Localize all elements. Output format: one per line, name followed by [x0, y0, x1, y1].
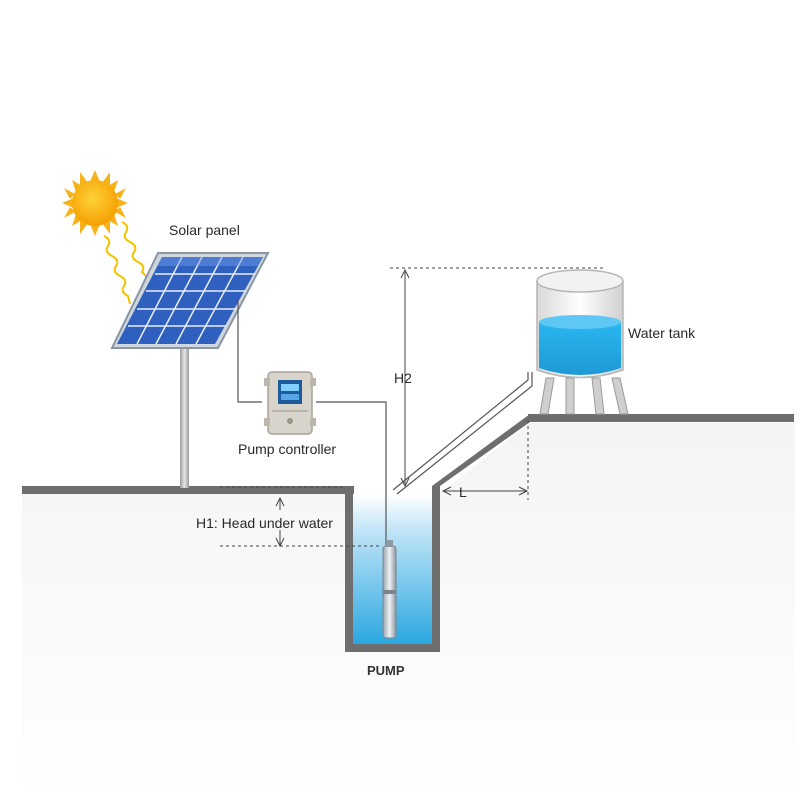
solar-panel-label: Solar panel [169, 222, 240, 238]
wires [237, 300, 533, 546]
water-tank-icon [536, 269, 624, 379]
tank-stand [539, 377, 629, 415]
panel-pole [180, 340, 189, 488]
pump-controller-label: Pump controller [238, 441, 337, 457]
ground-surface-left [22, 486, 354, 494]
ground [22, 414, 795, 800]
well-wall-right [432, 486, 440, 652]
well-bottom [345, 644, 440, 652]
h2-label: H2 [394, 370, 412, 386]
sun-icon [62, 170, 128, 236]
l-label: L [459, 484, 467, 500]
h1-label: H1: Head under water [196, 515, 333, 531]
water-tank-label: Water tank [628, 325, 696, 341]
ground-surface-right [528, 414, 794, 422]
sun-ray-lines [103, 221, 149, 305]
h2-dimension [390, 267, 604, 488]
pump-controller-icon [264, 371, 316, 435]
solar-panel-icon [110, 252, 270, 349]
pump-label: PUMP [367, 663, 405, 678]
pump-icon [382, 540, 397, 639]
h1-dimension [220, 486, 382, 548]
well-wall-left [345, 486, 353, 652]
l-dimension [441, 420, 529, 500]
slope [432, 414, 530, 486]
